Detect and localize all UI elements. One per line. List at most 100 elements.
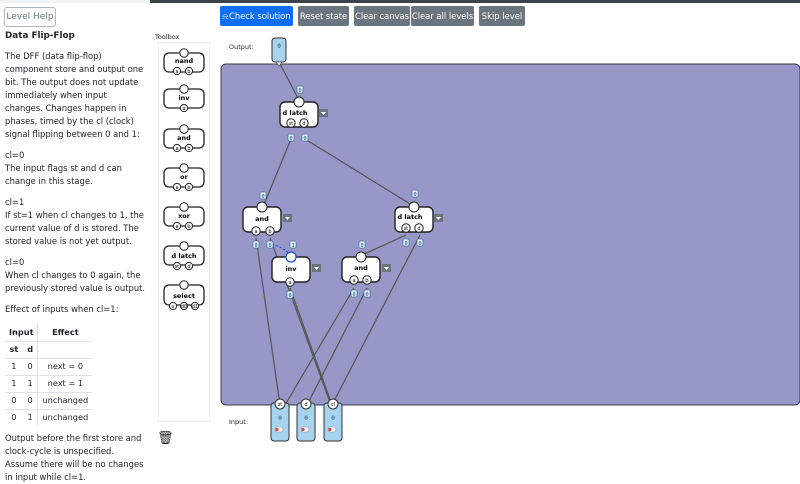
- input-bit: 0: [288, 293, 291, 299]
- pin-label: b: [187, 185, 190, 191]
- toolbox-item-inv[interactable]: inv a: [163, 84, 205, 113]
- gate-and-left[interactable]: and a b 0 0 0: [242, 191, 292, 249]
- pin-label: d: [417, 226, 420, 232]
- output-bit: 0: [261, 194, 264, 200]
- wire: [262, 138, 292, 208]
- toolbox-label: select: [173, 292, 195, 300]
- top-strip-dark: [150, 0, 800, 3]
- table-row: 1 0 next = 0: [5, 357, 93, 375]
- trash-icon[interactable]: 🗑: [157, 431, 174, 446]
- table-row: 0 1 unchanged: [5, 408, 93, 426]
- level-help-button[interactable]: Level Help: [4, 7, 56, 27]
- table-header-effect: Effect: [52, 326, 79, 337]
- output-bit: 0: [360, 243, 363, 249]
- output-bit: 1: [291, 243, 294, 249]
- table-cell-d: 0: [22, 391, 39, 409]
- pin-label: a: [175, 146, 178, 152]
- gate-and-middle[interactable]: and a b 0 0 0: [341, 240, 391, 298]
- input-bit: 0: [418, 241, 421, 247]
- output-node[interactable]: 0: [271, 37, 287, 67]
- help-intro: The DFF (data flip-flop) component store…: [5, 51, 144, 139]
- input-d-value: 0: [304, 415, 308, 422]
- toolbox-item-xor[interactable]: xor a b: [163, 202, 205, 231]
- help-cl0b-text: When cl changes to 0 again, the previous…: [5, 270, 146, 293]
- pin-label: a: [175, 69, 178, 75]
- pin-label: st: [404, 226, 409, 232]
- help-panel: Data Flip-Flop The DFF (data flip-flop) …: [5, 30, 147, 482]
- clear-canvas-button[interactable]: Clear canvas: [354, 6, 410, 26]
- input-st-value: 0: [278, 415, 282, 422]
- table-cell-d: 0: [22, 357, 39, 375]
- help-cl1-heading: cl=1: [5, 197, 25, 207]
- toolbox-item-select[interactable]: select s d0 d1: [163, 280, 205, 311]
- input-node-d[interactable]: d 0: [296, 398, 316, 442]
- reset-state-button[interactable]: Reset state: [298, 6, 349, 26]
- pin-label: b: [187, 69, 190, 75]
- table-cell-d: 1: [22, 408, 39, 426]
- input-cl-name: cl: [331, 402, 335, 408]
- input-bit: 0: [303, 136, 306, 142]
- toolbox-label: inv: [178, 94, 190, 102]
- table-header-input: Input: [5, 324, 39, 341]
- input-node-st[interactable]: st 0: [270, 398, 290, 442]
- wire: [361, 234, 407, 256]
- output-bit: 0: [413, 192, 416, 198]
- pin-label: b: [365, 278, 368, 284]
- pin-label: d: [302, 121, 305, 127]
- table-cell-d: 1: [22, 374, 39, 392]
- help-cl0-text: The input flags st and d can change in t…: [5, 163, 122, 186]
- gate-d-latch-right[interactable]: d latch st d 0 0 0: [394, 189, 443, 247]
- toolbox-item-d-latch[interactable]: d latch st d: [163, 241, 205, 271]
- input-st-name: st: [278, 402, 283, 408]
- clear-all-levels-button[interactable]: Clear all levels: [411, 6, 474, 26]
- pin-label: a: [182, 106, 185, 112]
- input-cl-value: 0: [331, 415, 335, 422]
- pin-label: st: [175, 264, 180, 270]
- pin-label: d1: [192, 304, 198, 310]
- help-title: Data Flip-Flop: [5, 31, 75, 41]
- toolbox-label: Toolbox: [155, 33, 180, 41]
- input-bit: 0: [404, 241, 407, 247]
- circuit-canvas[interactable]: [220, 63, 800, 406]
- check-solution-button[interactable]: ⍾Check solution: [220, 6, 293, 26]
- toolbox-item-and[interactable]: and a b: [163, 124, 205, 153]
- output-bit: 0: [298, 88, 301, 94]
- gate-label: and: [354, 264, 368, 272]
- effect-table: Input Effect st d 1 0 next = 0 1 1 next …: [5, 324, 93, 426]
- gate-label: d latch: [282, 109, 307, 117]
- pin-label: b: [187, 224, 190, 230]
- gate-d-latch-top[interactable]: d latch st d 0 0 0: [279, 85, 328, 142]
- table-col-st: st: [5, 340, 23, 358]
- check-solution-label: Check solution: [228, 11, 291, 21]
- pin-label: b: [187, 146, 190, 152]
- table-cell-st: 0: [5, 408, 23, 426]
- input-bit: 0: [289, 136, 292, 142]
- input-node-cl[interactable]: cl 0: [323, 398, 343, 442]
- gate-label: inv: [285, 265, 297, 273]
- pin-label: a: [175, 185, 178, 191]
- input-bit: 0: [254, 243, 257, 249]
- table-cell-st: 1: [5, 374, 23, 392]
- gate-label: and: [255, 215, 269, 223]
- wire: [304, 138, 416, 208]
- wire: [331, 234, 421, 406]
- input-bit: 0: [365, 292, 368, 298]
- table-cell-effect: unchanged: [37, 391, 93, 409]
- wire: [255, 237, 281, 406]
- gate-inv[interactable]: inv a 1 0: [271, 240, 321, 299]
- table-row: 1 1 next = 1: [5, 374, 93, 392]
- pin-label: a: [254, 229, 257, 235]
- help-footer: Output before the first store and clock-…: [5, 433, 144, 482]
- wire: [278, 61, 301, 103]
- wire: [289, 287, 333, 406]
- input-bit: 0: [352, 292, 355, 298]
- input-label: Input:: [229, 418, 249, 426]
- toolbox-label: or: [180, 173, 188, 181]
- wire: [284, 287, 355, 406]
- skip-level-button[interactable]: Skip level: [479, 6, 525, 26]
- table-row: 0 0 unchanged: [5, 391, 93, 409]
- table-cell-effect: next = 1: [37, 374, 93, 392]
- toolbox-item-nand[interactable]: nand a b: [163, 48, 205, 76]
- gate-label: d latch: [397, 213, 422, 221]
- toolbox-item-or[interactable]: or a b: [163, 163, 205, 192]
